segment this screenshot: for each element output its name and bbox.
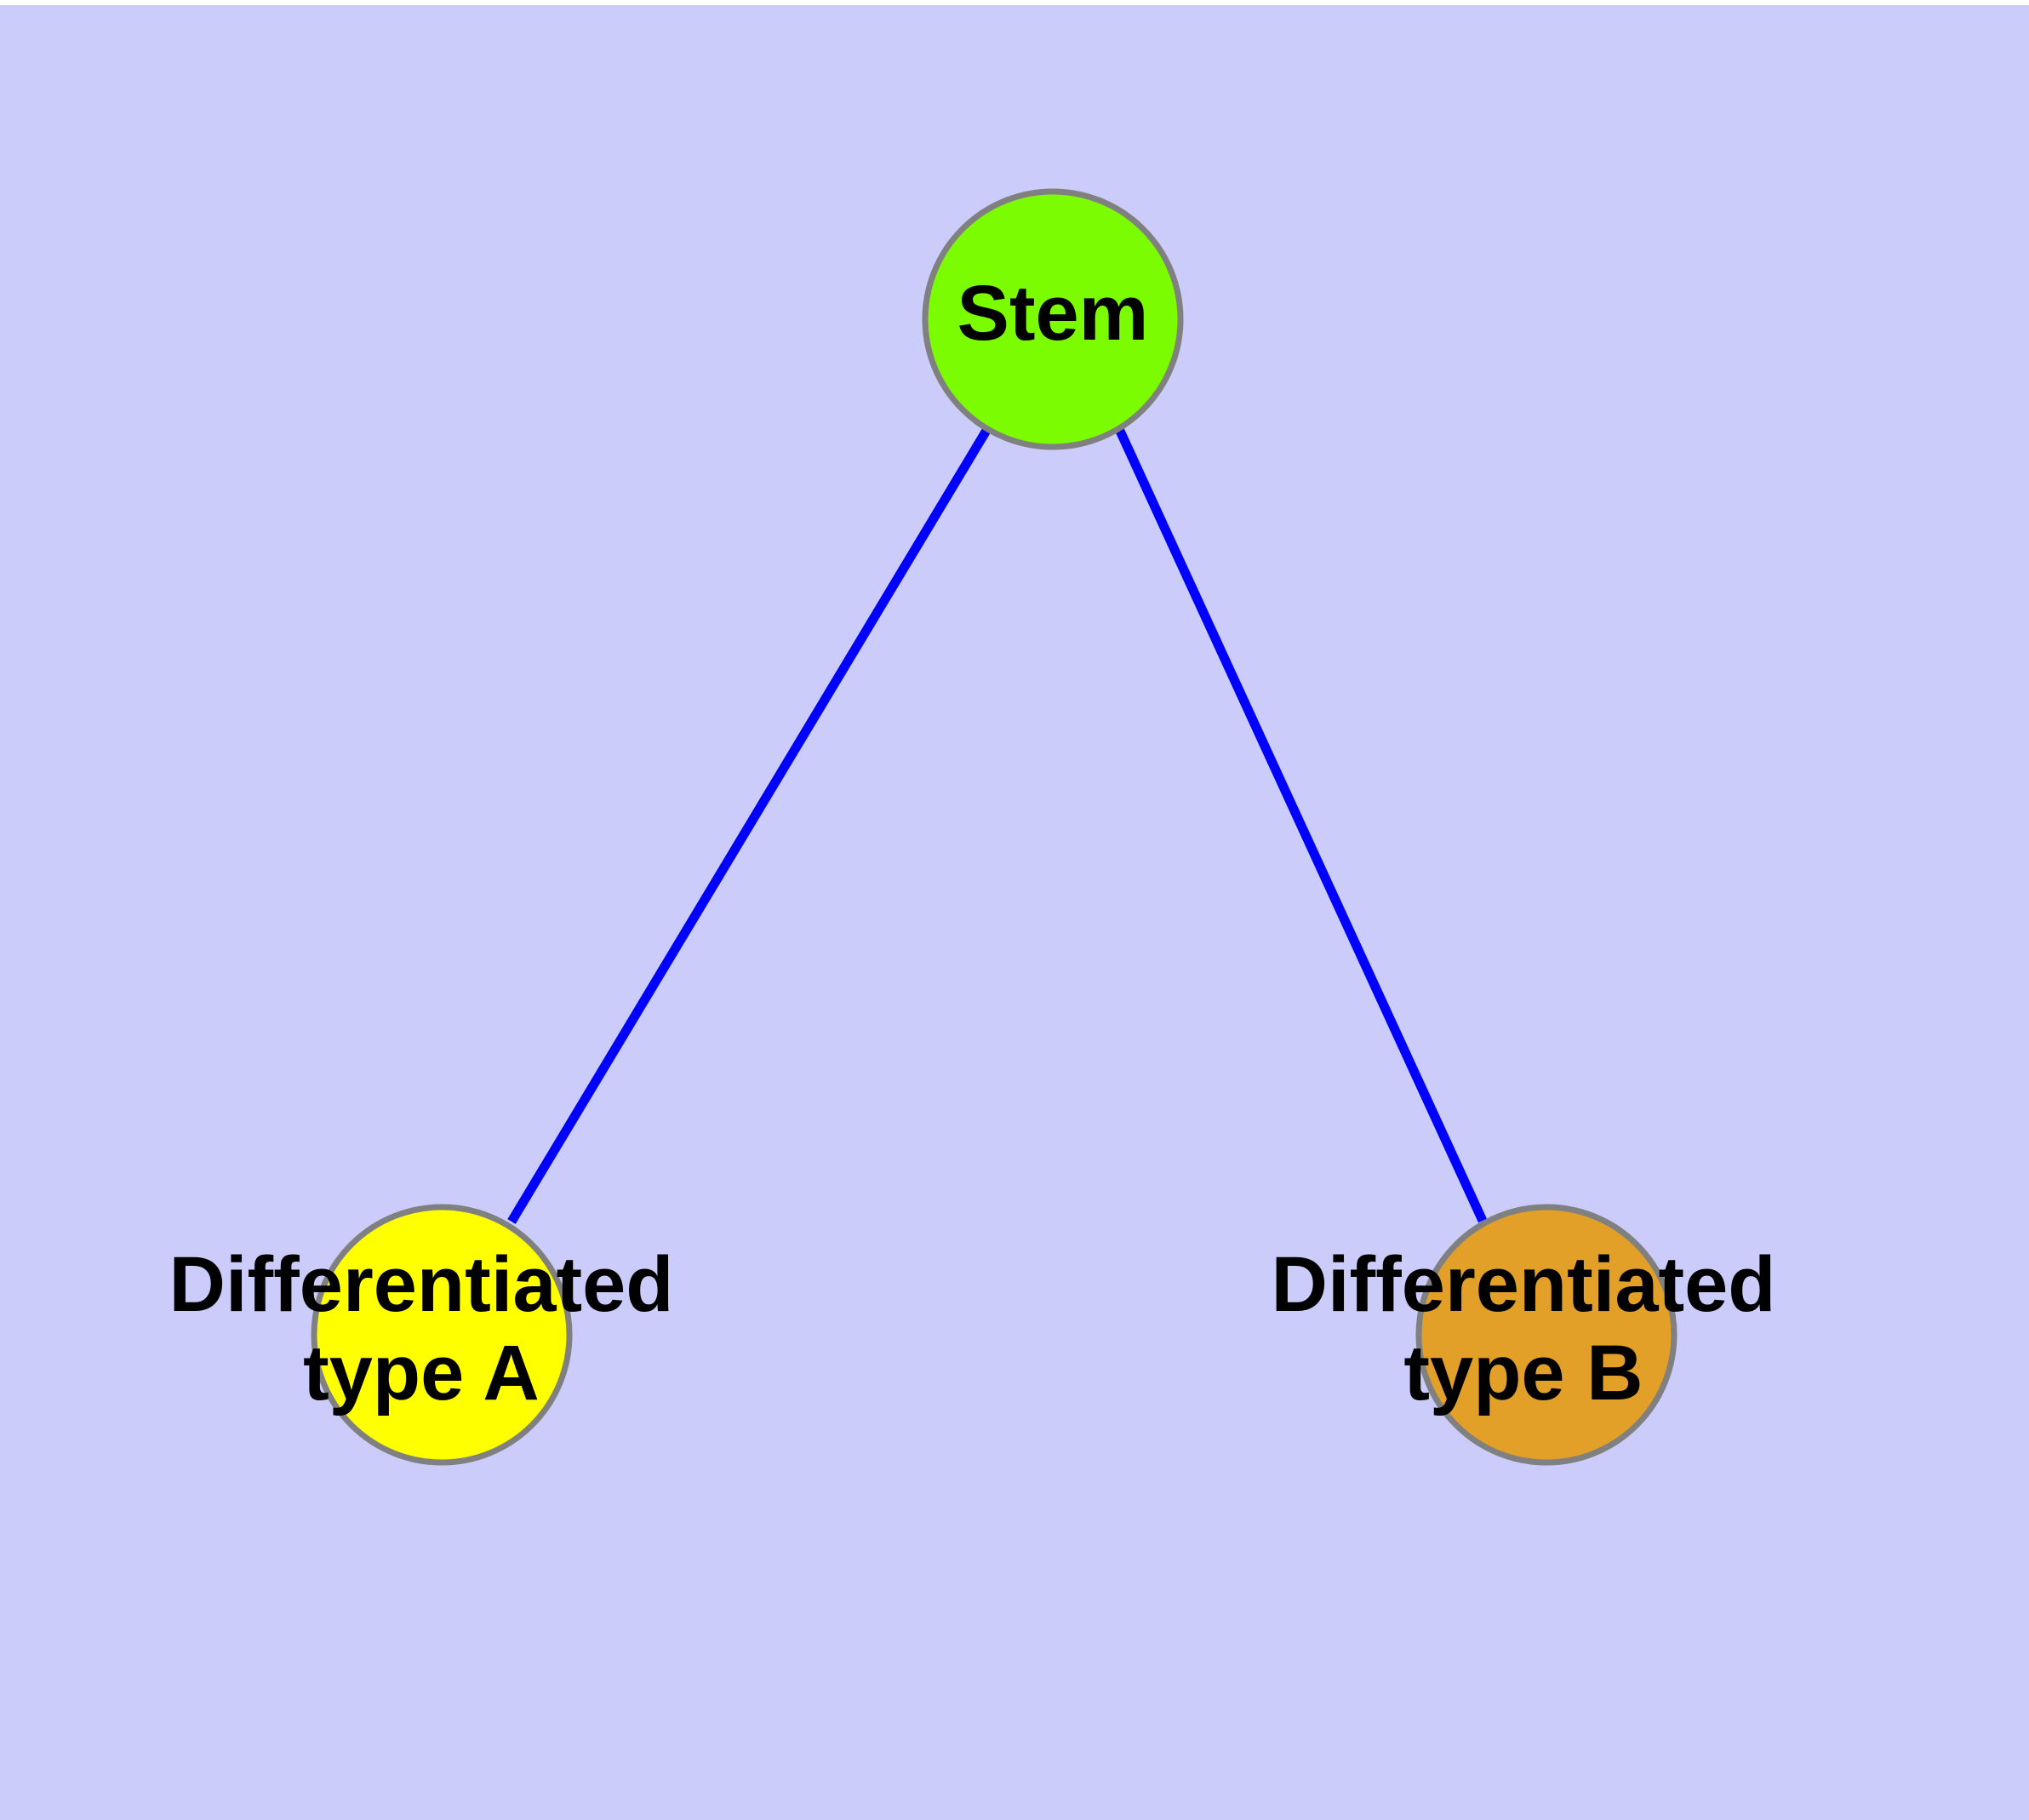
edge-stem-to-diff-b[interactable] bbox=[1115, 426, 1487, 1223]
node-label-line: type B bbox=[1403, 1330, 1643, 1417]
node-label-line: Stem bbox=[957, 270, 1149, 357]
node-diff-a-circle[interactable] bbox=[311, 1204, 573, 1466]
edge-stem-to-diff-a[interactable] bbox=[507, 426, 992, 1224]
node-label-line: type A bbox=[303, 1330, 540, 1417]
node-label-line: Differentiated bbox=[1272, 1241, 1776, 1328]
node-label-line: Differentiated bbox=[169, 1241, 674, 1328]
node-diff-b-circle[interactable] bbox=[1415, 1204, 1677, 1466]
node-stem-label: Stem bbox=[957, 270, 1149, 357]
node-layer bbox=[311, 188, 1677, 1466]
edge-layer bbox=[507, 426, 1487, 1224]
node-stem-circle[interactable] bbox=[922, 188, 1184, 450]
